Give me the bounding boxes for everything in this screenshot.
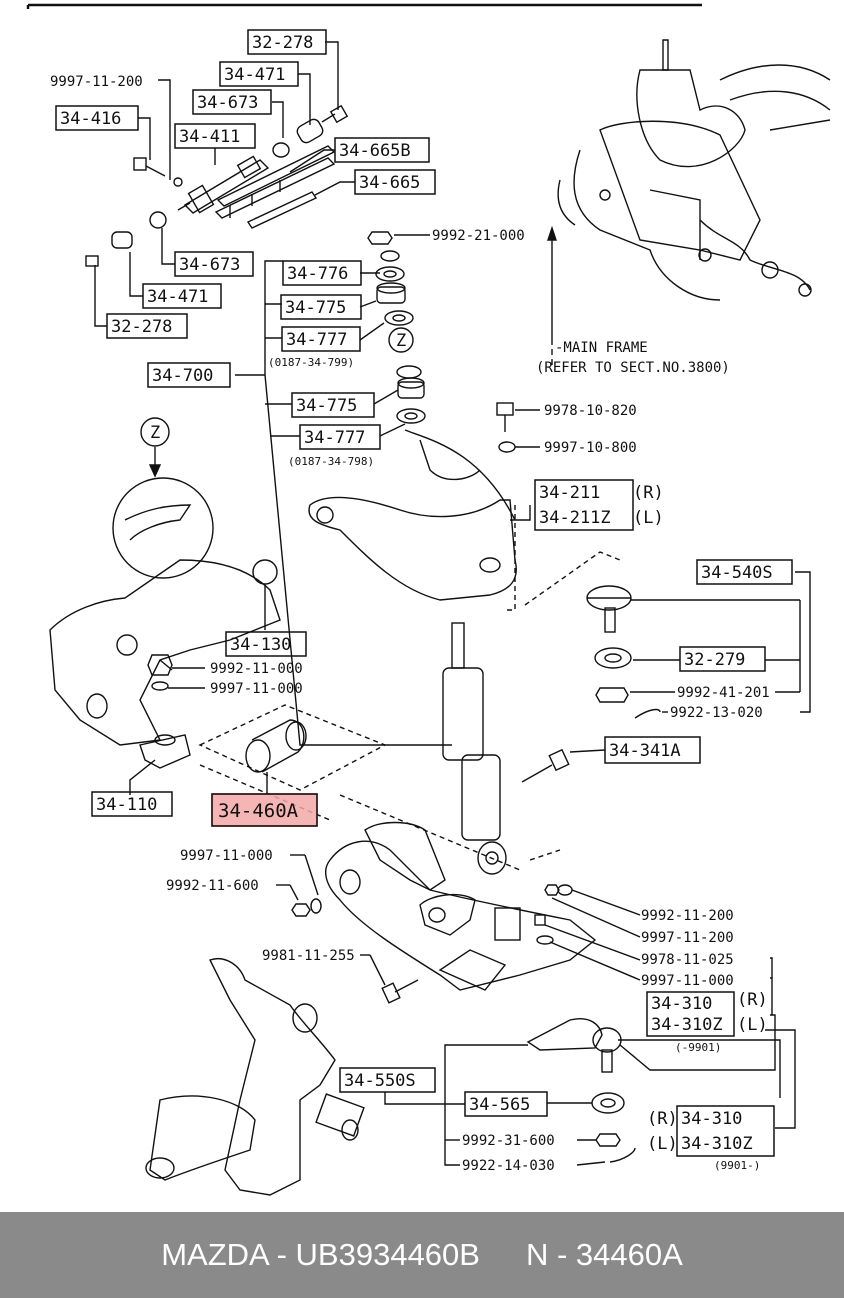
label-34-471-top: 34-471 — [224, 65, 285, 85]
label-34-341A: 34-341A — [609, 741, 681, 761]
label-34-310-a-R: (R) — [737, 990, 768, 1010]
label-9992-31-600: 9992-31-600 — [462, 1133, 555, 1149]
label-34-471-mid: 34-471 — [147, 287, 208, 307]
label-34-310Z-a: 34-310Z — [651, 1015, 723, 1035]
label-9997-11-000: 9997-11-000 — [210, 681, 303, 697]
label-0187-34-799: (0187-34-799) — [268, 356, 354, 369]
parts-diagram: 32-278 9997-11-200 34-471 34-673 34-416 … — [26, 3, 831, 1196]
label-34-673-top: 34-673 — [197, 93, 258, 113]
label-34-775-b: 34-775 — [296, 396, 357, 416]
label-34-777-b: 34-777 — [304, 428, 365, 448]
part-number-footer: MAZDA - UB3934460B N - 34460A — [0, 1212, 844, 1298]
footer-brand-part: MAZDA - UB3934460B — [161, 1237, 480, 1272]
label-main-frame: -MAIN FRAME — [555, 340, 648, 356]
label-34-310Z-b: 34-310Z — [681, 1134, 753, 1154]
label-z-left: Z — [150, 423, 160, 443]
label-9978-10-820: 9978-10-820 — [544, 403, 637, 419]
label-34-211: 34-211 — [539, 483, 600, 503]
label-34-310Z-a-L: (L) — [737, 1015, 768, 1035]
label-9901-a: (-9901) — [675, 1041, 721, 1054]
label-34-665: 34-665 — [359, 173, 420, 193]
label-34-776: 34-776 — [287, 264, 348, 284]
label-9992-11-000: 9992-11-000 — [210, 661, 303, 677]
label-34-211Z-L: (L) — [633, 508, 664, 528]
label-9922-13-020: 9922-13-020 — [670, 705, 763, 721]
label-9978-11-025: 9978-11-025 — [641, 952, 734, 968]
label-9981-11-255: 9981-11-255 — [262, 948, 355, 964]
label-34-540S: 34-540S — [701, 563, 773, 583]
label-9992-21-000: 9992-21-000 — [432, 228, 525, 244]
label-34-411: 34-411 — [179, 127, 240, 147]
label-9992-41-201: 9992-41-201 — [677, 685, 770, 701]
label-9997-11-200-r: 9997-11-200 — [641, 930, 734, 946]
label-34-130: 34-130 — [230, 635, 291, 655]
label-9992-11-600: 9992-11-600 — [166, 878, 259, 894]
label-34-777-a: 34-777 — [286, 330, 347, 350]
label-z-top: Z — [396, 331, 406, 351]
label-9997-11-000-b: 9997-11-000 — [180, 848, 273, 864]
label-9992-11-200-r: 9992-11-200 — [641, 908, 734, 924]
label-9997-10-800: 9997-10-800 — [544, 440, 637, 456]
label-34-460A: 34-460A — [218, 800, 299, 822]
label-refer-sect: (REFER TO SECT.NO.3800) — [536, 360, 730, 376]
label-34-310Z-b-L: (L) — [647, 1134, 678, 1154]
label-34-700: 34-700 — [152, 366, 213, 386]
label-34-110: 34-110 — [96, 795, 157, 815]
label-34-310-b: 34-310 — [681, 1109, 742, 1129]
label-34-775-a: 34-775 — [285, 298, 346, 318]
label-9901-b: (9901-) — [714, 1159, 760, 1172]
label-34-310-b-R: (R) — [647, 1109, 678, 1129]
label-9922-14-030: 9922-14-030 — [462, 1158, 555, 1174]
label-9997-11-000-r: 9997-11-000 — [641, 973, 734, 989]
label-34-673-mid: 34-673 — [179, 255, 240, 275]
label-9997-11-200: 9997-11-200 — [50, 74, 143, 90]
label-34-416: 34-416 — [60, 109, 121, 129]
highlight-34460A — [211, 793, 318, 827]
label-34-211-R: (R) — [633, 483, 664, 503]
footer-ref-part: N - 34460A — [525, 1237, 683, 1272]
label-34-665B: 34-665B — [339, 141, 411, 161]
label-32-279: 32-279 — [684, 650, 745, 670]
label-32-278-mid: 32-278 — [111, 317, 172, 337]
label-34-565: 34-565 — [469, 1095, 530, 1115]
label-34-211Z: 34-211Z — [539, 508, 611, 528]
label-0187-34-798: (0187-34-798) — [288, 455, 374, 468]
label-32-278-top: 32-278 — [252, 33, 313, 53]
label-34-550S: 34-550S — [344, 1071, 416, 1091]
label-34-310-a: 34-310 — [651, 994, 712, 1014]
